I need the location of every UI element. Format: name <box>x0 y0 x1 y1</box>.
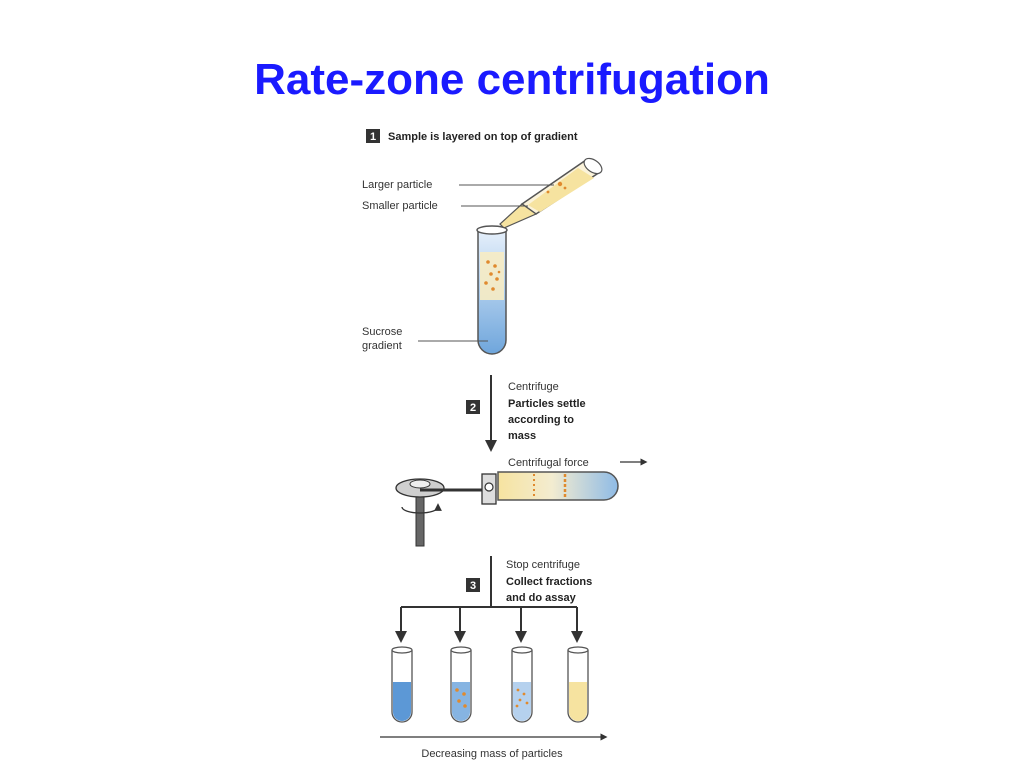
step-2-line4: mass <box>508 430 536 442</box>
step-2-badge <box>466 400 480 414</box>
step-3-line3: and do assay <box>506 592 577 604</box>
step-2: 2 Centrifuge Particles settle according … <box>466 381 586 442</box>
rotation-arrow-icon <box>401 503 442 514</box>
horizontal-tube <box>497 471 619 501</box>
label-smaller-particle: Smaller particle <box>362 200 438 212</box>
step-3-number: 3 <box>470 580 476 592</box>
step-2-number: 2 <box>470 402 476 414</box>
step-2-line1: Centrifuge <box>508 381 559 393</box>
sucrose-tube <box>476 225 508 355</box>
step-1-number: 1 <box>370 131 376 143</box>
pipette <box>499 157 603 229</box>
page-title: Rate-zone centrifugation <box>254 55 770 104</box>
step-1: 1 Sample is layered on top of gradient <box>366 129 578 143</box>
fraction-tube-2 <box>450 646 472 723</box>
label-centrifugal-force: Centrifugal force <box>508 457 589 469</box>
step-3-line1: Stop centrifuge <box>506 559 580 571</box>
fraction-tube-4 <box>567 646 589 723</box>
step-3-badge <box>466 578 480 592</box>
step-3: 3 Stop centrifuge Collect fractions and … <box>466 559 592 604</box>
label-larger-particle: Larger particle <box>362 179 432 191</box>
step-3-line2: Collect fractions <box>506 576 592 588</box>
label-decreasing-mass: Decreasing mass of particles <box>421 748 563 760</box>
step-2-line2: Particles settle <box>508 398 586 410</box>
step-1-heading: Sample is layered on top of gradient <box>388 131 578 143</box>
label-sucrose-line2: gradient <box>362 340 402 352</box>
fraction-tube-3 <box>511 646 533 723</box>
step-1-badge <box>366 129 380 143</box>
fraction-tube-1 <box>391 646 413 723</box>
step-2-line3: according to <box>508 414 574 426</box>
rotor <box>395 473 497 547</box>
larger-particle-dot <box>557 181 563 187</box>
label-sucrose-line1: Sucrose <box>362 326 402 338</box>
